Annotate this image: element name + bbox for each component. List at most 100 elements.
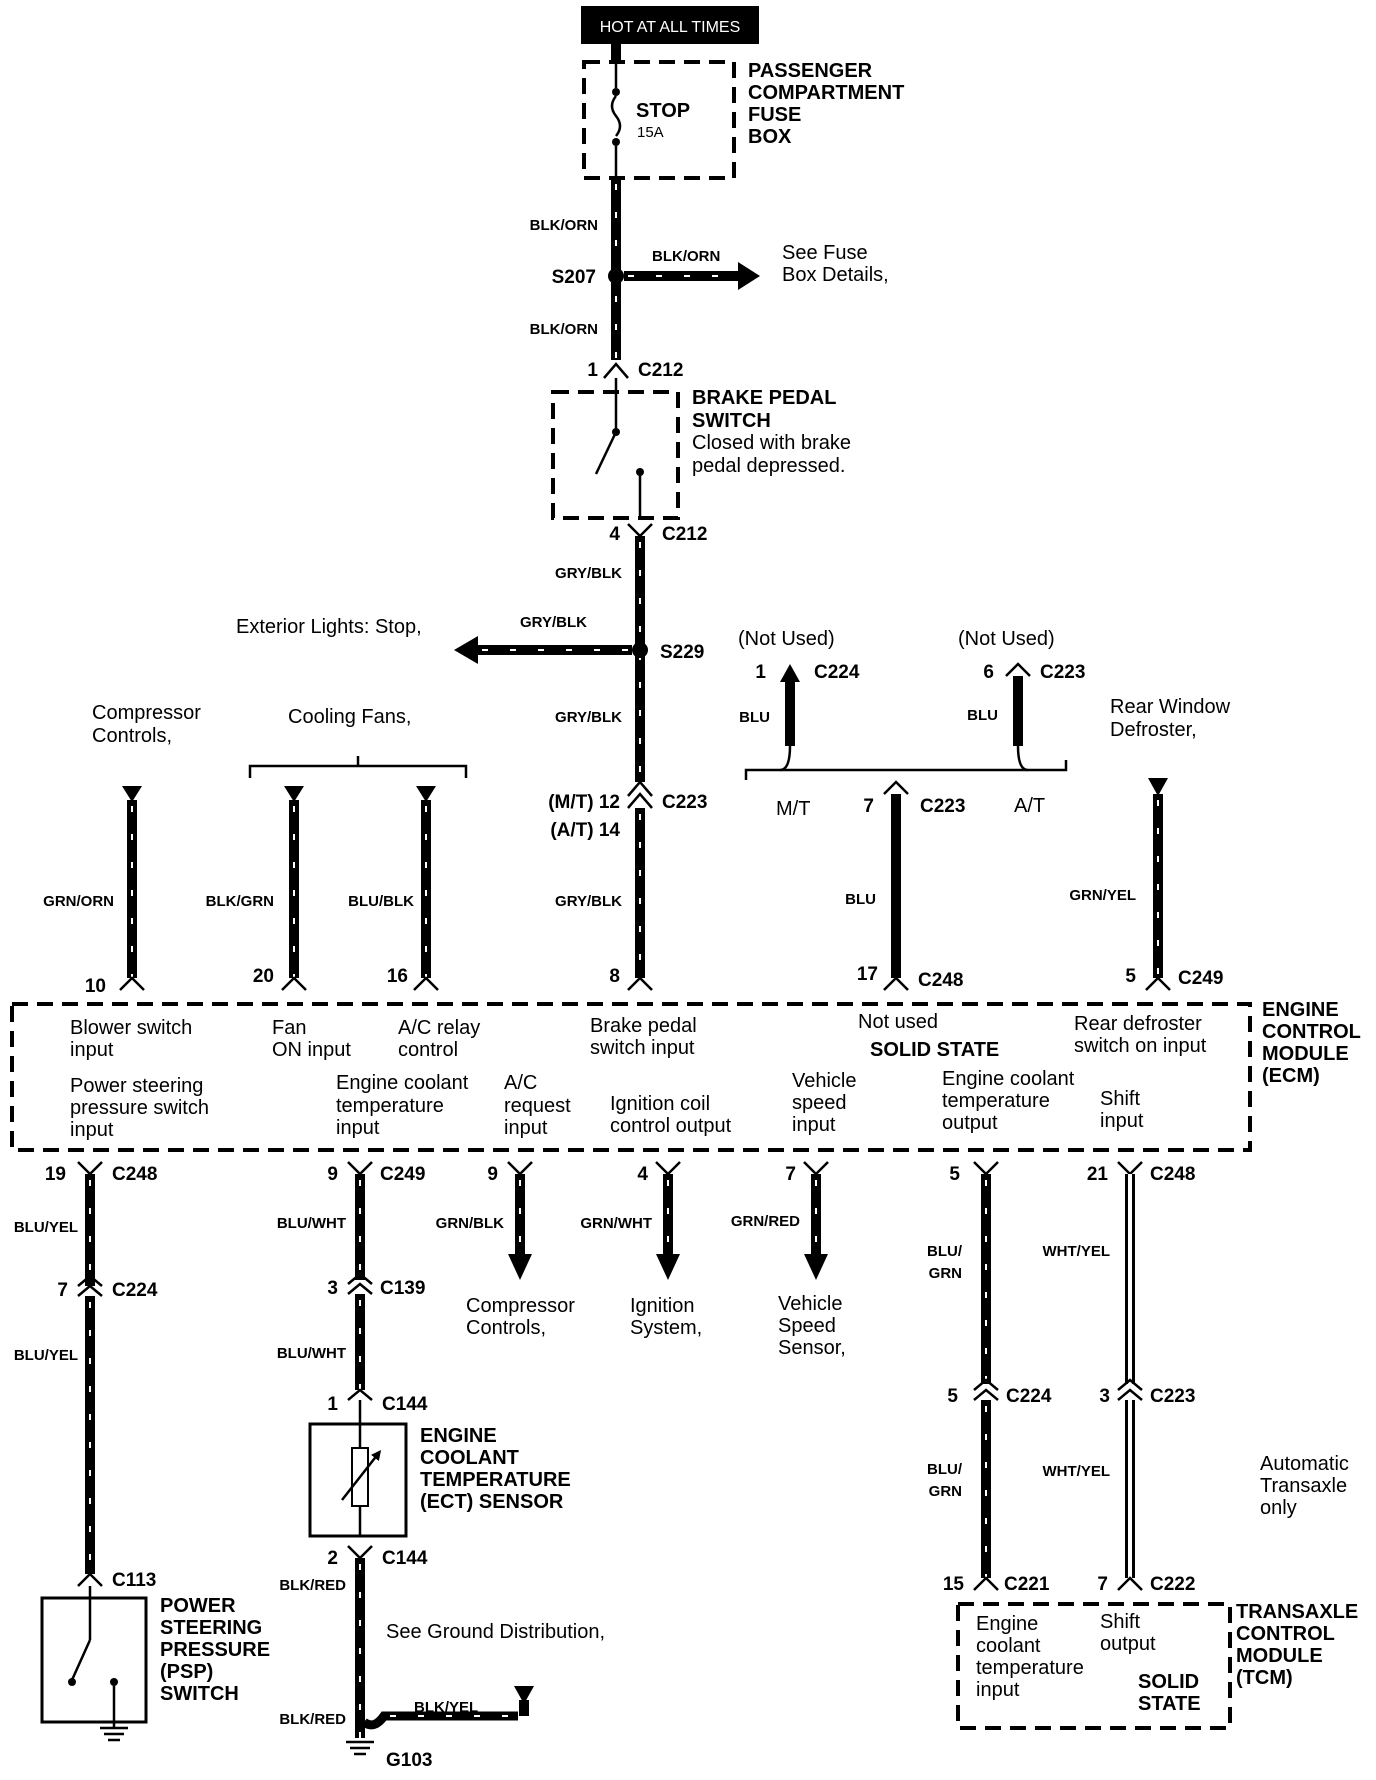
wire-label-wht-yel-1: WHT/YEL	[1043, 1243, 1111, 1260]
splice-s207	[608, 268, 624, 284]
ecm-pin-17-connector-icon	[883, 976, 909, 991]
ecm-ps-2: pressure switch	[70, 1097, 209, 1119]
ecm-pin-21: 21	[1087, 1164, 1109, 1185]
wire-label-blu-mid: BLU	[845, 891, 876, 908]
tcm-ect-3: temperature	[976, 1657, 1084, 1679]
ecm-title-3: MODULE	[1262, 1043, 1349, 1065]
auto-transaxle-note-2: Transaxle	[1260, 1475, 1347, 1497]
ecm-pin-20-connector-icon	[281, 976, 307, 991]
psp-title-4: (PSP)	[160, 1661, 213, 1683]
ecm-pin-5-top-connector-icon	[1145, 976, 1171, 991]
ecm-ps-1: Power steering	[70, 1075, 203, 1097]
wire-label-blk-orn-branch: BLK/ORN	[652, 248, 720, 265]
vss-note-2: Speed	[778, 1315, 836, 1337]
ecm-pin-19-connector-icon	[77, 1161, 103, 1176]
ignition-note-1: Ignition	[630, 1295, 695, 1317]
c223-shift-pin: 3	[1099, 1386, 1110, 1407]
compressor-input-arrow-icon	[122, 786, 142, 802]
ecm-pin-4: 4	[637, 1164, 648, 1185]
ecm-title-2: CONTROL	[1262, 1021, 1361, 1043]
ecm-pin-7-connector-icon	[803, 1161, 829, 1176]
ect-sensor-title-1: ENGINE	[420, 1425, 497, 1447]
bracket-left-curve	[779, 745, 792, 772]
c224-ect-out-pin: 5	[947, 1386, 958, 1407]
vss-note-1: Vehicle	[778, 1293, 843, 1315]
ecm-pin-5-bottom-connector-icon	[973, 1161, 999, 1176]
c222-conn: C222	[1150, 1574, 1195, 1595]
at-label: A/T	[1014, 795, 1045, 817]
auto-transaxle-note-1: Automatic	[1260, 1453, 1349, 1475]
wire-label-gry-blk-3: GRY/BLK	[555, 893, 622, 910]
connector-c223-mid-icon-2	[627, 780, 653, 797]
c113-connector-icon	[77, 1572, 103, 1587]
wire-label-gry-blk-branch: GRY/BLK	[520, 614, 587, 631]
ecm-pin-20: 20	[253, 966, 274, 987]
psp-switch-blade-icon	[70, 1639, 92, 1681]
c223-shift-connector-icon-2	[1117, 1378, 1143, 1391]
wire-label-wht-yel-2: WHT/YEL	[1043, 1463, 1111, 1480]
ecm-ps-3: input	[70, 1119, 114, 1141]
connector-c223-mid-icon	[627, 792, 653, 809]
c223-shift-connector-icon	[1117, 1388, 1143, 1401]
fuse-details-note-2: Box Details,	[782, 264, 889, 286]
ecm-brake-2: switch input	[590, 1037, 695, 1059]
c223-mid-label: C223	[662, 792, 707, 813]
wire-label-grn-orn: GRN/ORN	[43, 893, 114, 910]
c223-blu-connector-icon	[883, 780, 909, 795]
psp-ground-icon	[100, 1726, 128, 1742]
fuse-name: STOP	[636, 100, 690, 122]
not-used-left-pin: 1	[755, 662, 766, 683]
ignition-note-2: System,	[630, 1317, 702, 1339]
ecm-pin-5-bottom: 5	[949, 1164, 960, 1185]
fuse-rating: 15A	[637, 124, 664, 141]
c144-top-pin: 1	[327, 1394, 338, 1415]
fuse-box-title-2: COMPARTMENT	[748, 82, 904, 104]
compressor-output-note-2: Controls,	[466, 1317, 546, 1339]
ecm-pin-4-connector-icon	[655, 1161, 681, 1176]
cooling-fans-note: Cooling Fans,	[288, 706, 411, 728]
ecm-acr-1: A/C	[504, 1072, 537, 1094]
brake-switch-title-1: BRAKE PEDAL	[692, 387, 836, 409]
rear-defroster-note-1: Rear Window	[1110, 696, 1231, 718]
tcm-title-3: MODULE	[1236, 1645, 1323, 1667]
mt-label: M/T	[776, 798, 810, 820]
ecm-acr-3: input	[504, 1117, 548, 1139]
c222-pin: 7	[1097, 1574, 1108, 1595]
c224-ps-connector-icon-2	[77, 1274, 103, 1287]
wire-label-grn-wht: GRN/WHT	[580, 1215, 652, 1232]
c224-ect-out-connector-icon	[973, 1388, 999, 1401]
ect-sensor-title-3: TEMPERATURE	[420, 1469, 571, 1491]
ect-sensor-outline	[308, 1422, 408, 1538]
ignition-output-arrow-icon	[656, 1254, 680, 1280]
connector-c212-top-icon	[603, 362, 629, 379]
ect-sensor-title-4: (ECT) SENSOR	[420, 1491, 564, 1513]
ecm-shift-2: input	[1100, 1110, 1144, 1132]
ecm-acr-2: request	[504, 1095, 571, 1117]
c221-pin: 15	[943, 1574, 965, 1595]
thermistor-arrow-icon	[341, 1450, 382, 1501]
tcm-title-2: CONTROL	[1236, 1623, 1335, 1645]
c139-connector-icon-2	[347, 1272, 373, 1285]
c139-connector-icon	[347, 1282, 373, 1295]
ecm-c248-shift-conn: C248	[1150, 1164, 1195, 1185]
g103-label: G103	[386, 1750, 432, 1771]
c144-bottom-connector-icon	[347, 1545, 373, 1560]
ecm-ecto-2: temperature	[942, 1090, 1050, 1112]
c223-blu-pin: 7	[863, 796, 874, 817]
ecm-solid-state: SOLID STATE	[870, 1039, 999, 1061]
c224-ps-pin: 7	[57, 1280, 68, 1301]
rear-defroster-note-2: Defroster,	[1110, 719, 1197, 741]
c223-mid-pin-mt: (M/T) 12	[548, 792, 620, 813]
wire-label-blu-wht-1: BLU/WHT	[277, 1215, 346, 1232]
wire-label-gry-blk-1: GRY/BLK	[555, 565, 622, 582]
fuse-terminal-top	[612, 88, 620, 96]
brake-switch-title-2: SWITCH	[692, 410, 771, 432]
fan-input-arrow-icon	[284, 786, 304, 802]
tcm-solid-2: STATE	[1138, 1693, 1201, 1715]
c144-top-conn: C144	[382, 1394, 428, 1415]
brake-switch-note-2: pedal depressed.	[692, 455, 845, 477]
psp-contact-right	[110, 1678, 118, 1686]
wire-label-blu-yel-1: BLU/YEL	[14, 1219, 78, 1236]
splice-s229	[632, 642, 648, 658]
